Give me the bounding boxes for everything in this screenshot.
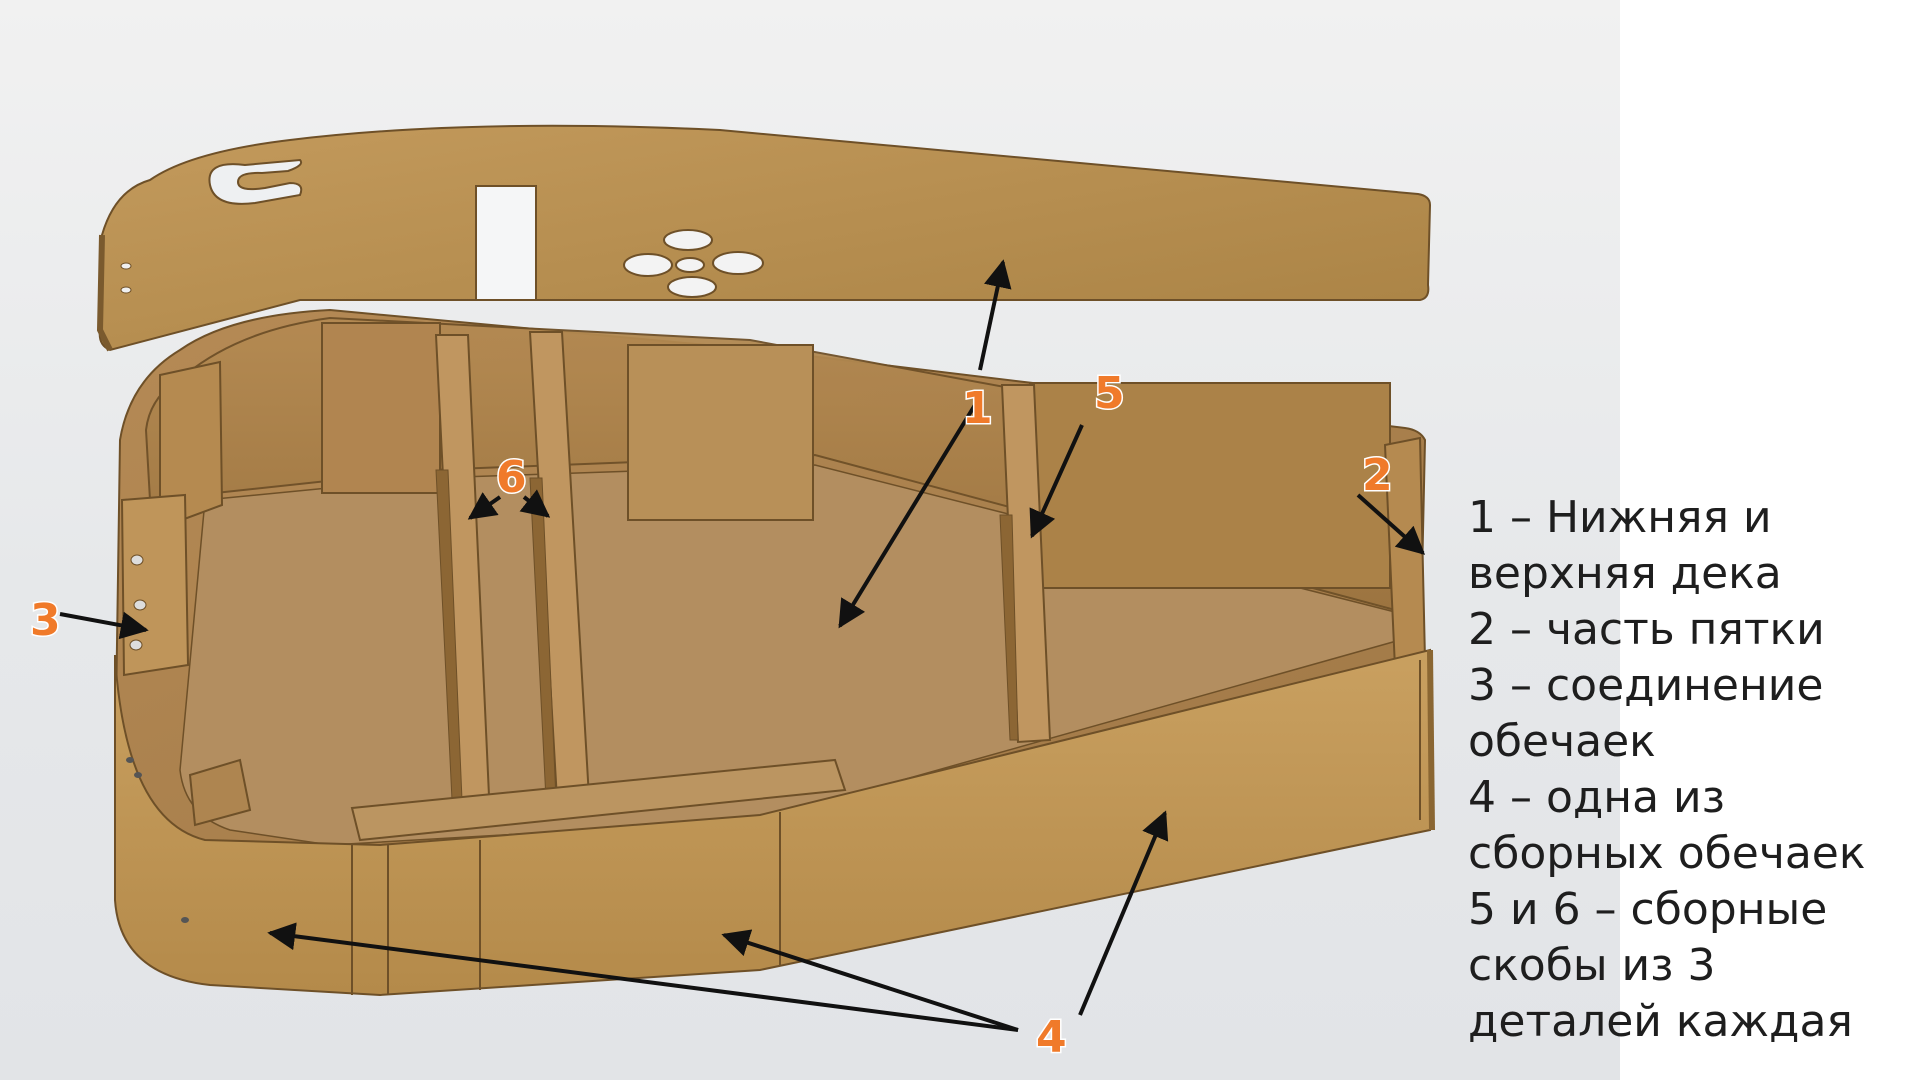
arrow-6-left (467, 492, 502, 520)
arrow-6-right (519, 489, 551, 518)
c-cutout-icon (208, 158, 303, 205)
arrow-1-down (838, 398, 980, 629)
annotation-arrows (59, 259, 1426, 1032)
top-deck (96, 124, 1432, 352)
rosette-holes-icon (623, 229, 764, 298)
arrow-5 (1029, 424, 1084, 539)
slot-cutout (475, 185, 537, 301)
arrow-3 (59, 611, 149, 640)
callout-6: 6 (496, 452, 527, 503)
callout-2: 2 (1362, 450, 1393, 501)
front-ribs (114, 648, 1435, 997)
legend-item-4: 4 – одна из сборных обечаек (1468, 772, 1866, 879)
arrow-2 (1356, 493, 1426, 555)
arrow-4-right (1078, 810, 1169, 1016)
slide-right-band (1620, 0, 1920, 1080)
legend-item-1: 1 – Нижняя и верхняя дека (1468, 492, 1782, 599)
lower-deck (113, 308, 1427, 871)
arrow-4-mid (721, 929, 1019, 1032)
legend-item-3: 3 – соединение обечаек (1468, 660, 1824, 767)
callout-3: 3 (30, 595, 61, 646)
callout-4: 4 (1036, 1012, 1067, 1063)
arrow-1-up (978, 259, 1012, 371)
arrow-4-left (267, 922, 1019, 1032)
callout-1: 1 (962, 383, 993, 434)
legend-list: 1 – Нижняя и верхняя дека 2 – часть пятк… (1468, 490, 1908, 1050)
callout-5: 5 (1094, 368, 1125, 419)
legend-item-2: 2 – часть пятки (1468, 604, 1825, 655)
legend-item-5: 5 и 6 – сборные скобы из 3 деталей кажда… (1468, 884, 1853, 1047)
